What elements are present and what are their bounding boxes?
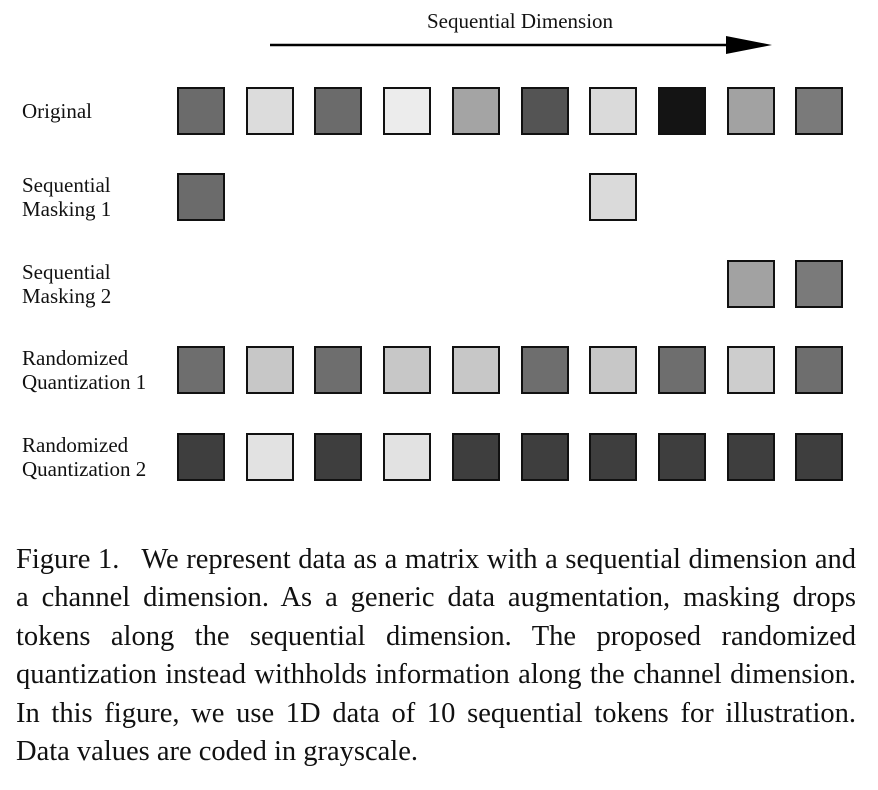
token-cell — [658, 87, 706, 135]
token-cell — [177, 173, 225, 221]
token-cell — [177, 87, 225, 135]
token-cell — [658, 346, 706, 394]
token-cell — [452, 346, 500, 394]
token-cell — [795, 433, 843, 481]
token-cell — [589, 173, 637, 221]
token-cell — [589, 433, 637, 481]
token-cell — [383, 433, 431, 481]
token-cell — [177, 433, 225, 481]
token-cell — [177, 346, 225, 394]
token-cell — [246, 346, 294, 394]
row-label: Randomized Quantization 1 — [22, 346, 147, 394]
token-cell — [727, 346, 775, 394]
token-cell — [795, 260, 843, 308]
row-label: Original — [22, 99, 92, 123]
token-cell — [589, 346, 637, 394]
token-cell — [795, 346, 843, 394]
axis-title: Sequential Dimension — [426, 9, 614, 33]
token-cell — [795, 87, 843, 135]
token-cell — [314, 433, 362, 481]
token-cell — [521, 87, 569, 135]
token-cell — [246, 433, 294, 481]
token-cell — [727, 87, 775, 135]
token-cell — [314, 87, 362, 135]
token-cell — [727, 260, 775, 308]
token-cell — [589, 87, 637, 135]
row-label: Randomized Quantization 2 — [22, 433, 147, 481]
row-label: Sequential Masking 2 — [22, 260, 112, 308]
row-label: Sequential Masking 1 — [22, 173, 112, 221]
arrow-right-icon — [270, 36, 772, 54]
token-cell — [246, 87, 294, 135]
token-cell — [521, 346, 569, 394]
token-cell — [383, 346, 431, 394]
token-cell — [383, 87, 431, 135]
token-cell — [521, 433, 569, 481]
figure-caption: Figure 1.We represent data as a matrix w… — [16, 541, 856, 772]
token-cell — [658, 433, 706, 481]
token-cell — [452, 87, 500, 135]
caption-text: We represent data as a matrix with a seq… — [16, 543, 856, 768]
caption-label: Figure 1. — [16, 543, 120, 575]
token-cell — [727, 433, 775, 481]
token-cell — [452, 433, 500, 481]
token-cell — [314, 346, 362, 394]
